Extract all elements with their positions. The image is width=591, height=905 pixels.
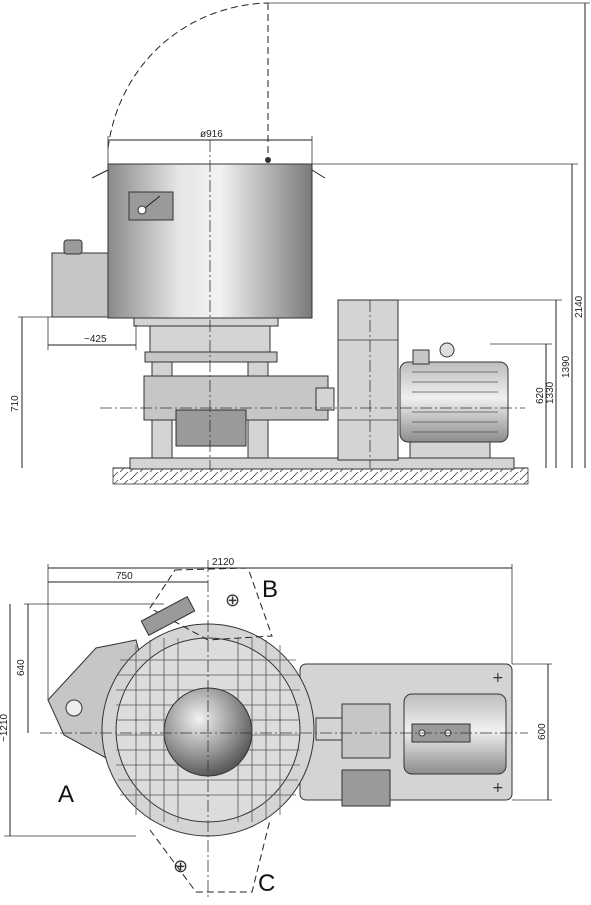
drum-latch bbox=[128, 191, 174, 221]
base-plate bbox=[129, 457, 515, 470]
dim-600: 600 bbox=[537, 723, 548, 740]
plan-view: + + bbox=[0, 557, 552, 900]
coupling bbox=[341, 703, 391, 759]
dim-620: 620 bbox=[535, 387, 546, 404]
arm-bolt bbox=[65, 699, 83, 717]
svg-text:⊕: ⊕ bbox=[225, 590, 240, 611]
vertical-casing bbox=[337, 299, 399, 461]
svg-text:+: + bbox=[492, 670, 504, 686]
dim-total-length: 2120 bbox=[212, 557, 235, 568]
svg-text:⊕: ⊕ bbox=[173, 856, 188, 877]
dim-2140: 2140 bbox=[574, 295, 585, 318]
dim-diameter: ø916 bbox=[200, 129, 223, 140]
label-c: C bbox=[258, 870, 275, 897]
gear-box bbox=[175, 409, 247, 447]
tank-handle bbox=[63, 239, 83, 255]
dim-left-offset: ~425 bbox=[84, 334, 107, 345]
motor bbox=[399, 361, 509, 443]
svg-text:+: + bbox=[492, 780, 504, 796]
dim-640: 640 bbox=[16, 659, 27, 676]
dim-750: 750 bbox=[116, 571, 133, 582]
label-a: A bbox=[58, 781, 74, 808]
lid-swing-arc bbox=[107, 2, 269, 149]
dim-1390: 1390 bbox=[561, 355, 572, 378]
dim-left-height: 710 bbox=[10, 395, 21, 412]
label-b: B bbox=[262, 576, 278, 603]
side-view: ø916 ~425 710 620 1330 1390 2140 bbox=[10, 2, 590, 485]
lid-arm bbox=[140, 596, 196, 636]
motor-eyebolt bbox=[439, 342, 455, 358]
swing-path-c bbox=[149, 819, 271, 893]
pivot-point bbox=[265, 157, 271, 163]
dim-1210: ~1210 bbox=[0, 713, 10, 742]
dim-1330: 1330 bbox=[545, 381, 556, 404]
drum-handles bbox=[91, 169, 326, 179]
ground-hatch bbox=[112, 467, 529, 485]
